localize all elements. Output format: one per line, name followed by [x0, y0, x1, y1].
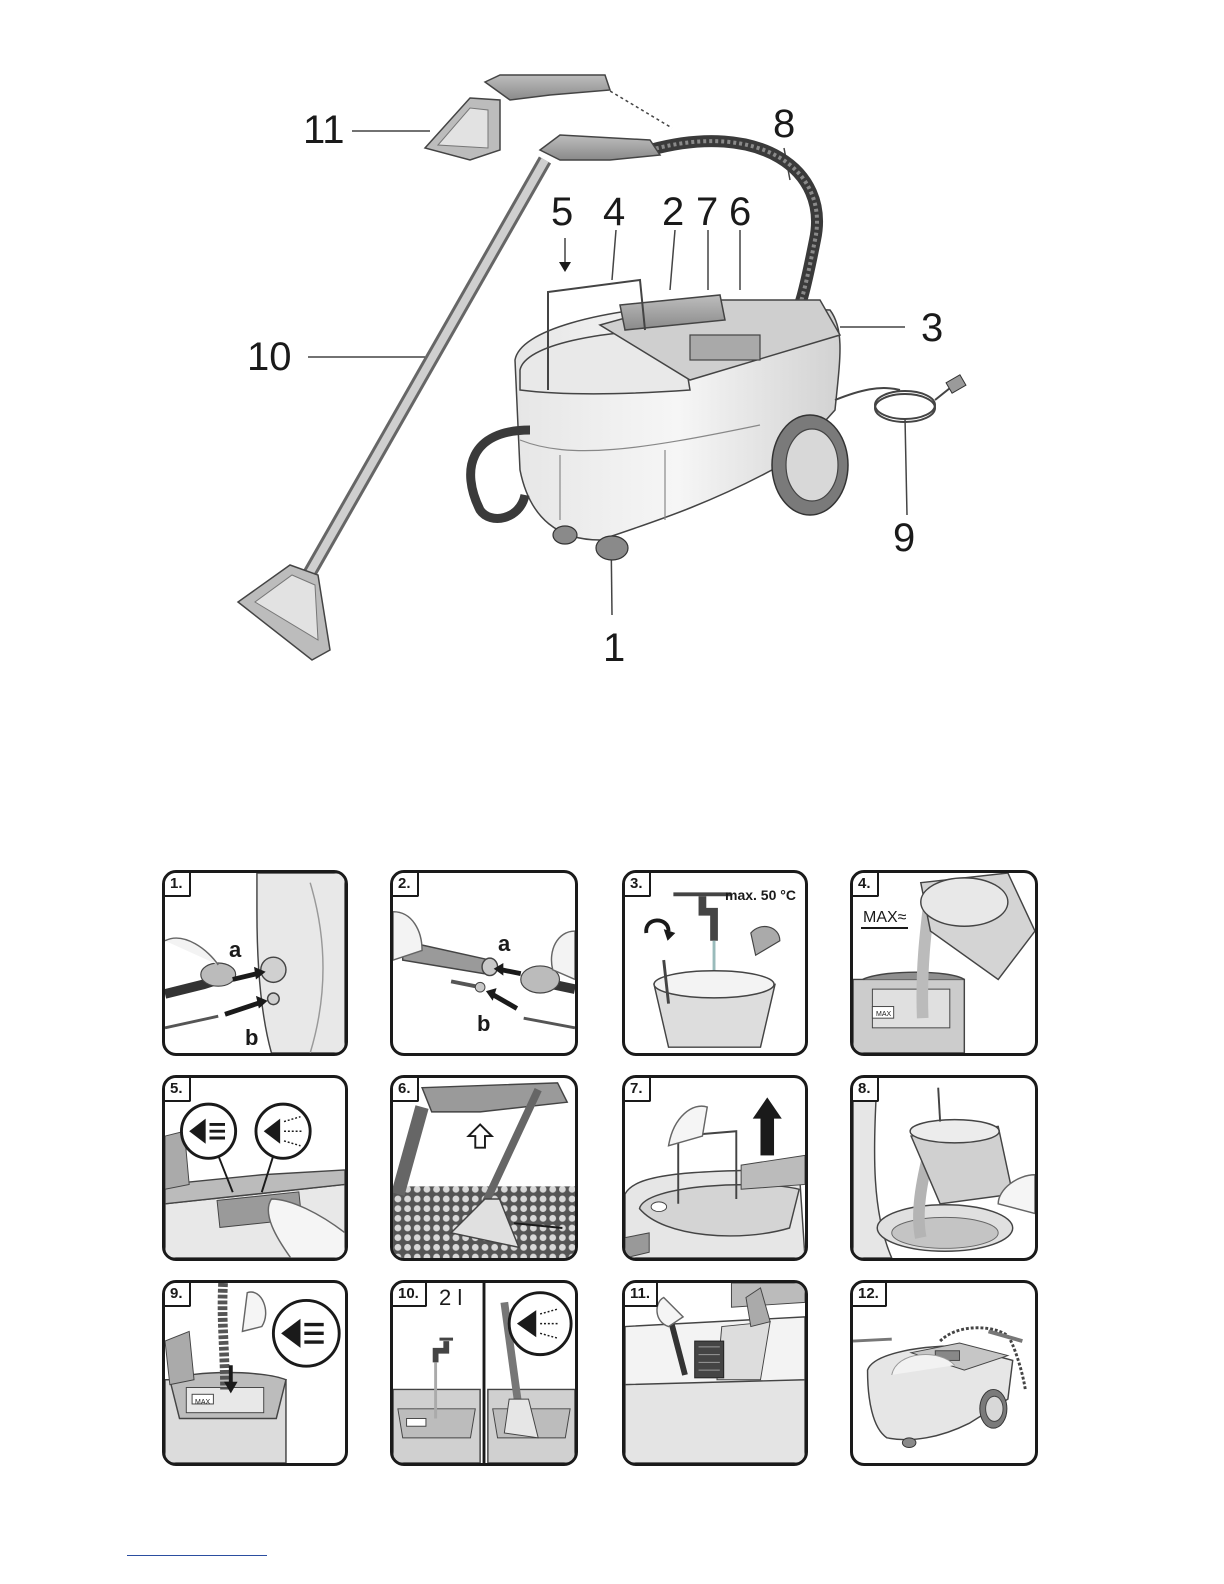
select-spray-mode-drawing	[165, 1078, 345, 1258]
part-label-4: 4	[603, 192, 625, 232]
step-number: 12.	[853, 1283, 887, 1307]
step-panel-6: 6.	[390, 1075, 578, 1261]
part-label-10: 10	[247, 337, 292, 377]
clean-filter-drawing	[625, 1283, 805, 1463]
step-number: 4.	[853, 873, 879, 897]
step-number: 5.	[165, 1078, 191, 1102]
store-appliance-drawing	[853, 1283, 1035, 1463]
step-number: 3.	[625, 873, 651, 897]
rinse-with-clean-water-drawing	[165, 1283, 345, 1463]
pour-water-into-tank-drawing	[853, 873, 1035, 1053]
footer-rule	[127, 1555, 267, 1556]
rinse-nozzle-drawing	[393, 1283, 575, 1463]
part-label-3: 3	[921, 308, 943, 348]
spray-extraction-cleaner-drawing	[0, 0, 1224, 700]
max-mark-on-tank: MAX	[195, 1399, 210, 1406]
lift-out-dirty-water-tank-drawing	[625, 1078, 805, 1258]
step-panel-9: 9. MAX	[162, 1280, 348, 1466]
step-number: 1.	[165, 873, 191, 897]
machine-overview-illustration: 11 8 5 4 2 7 6 3 10 9 1	[0, 0, 1224, 700]
connector-label-a: a	[498, 931, 510, 957]
step-panel-1: 1. a b	[162, 870, 348, 1056]
step-number: 11.	[625, 1283, 658, 1307]
connector-label-b: b	[477, 1011, 490, 1037]
step-number: 9.	[165, 1283, 191, 1307]
step-panel-8: 8.	[850, 1075, 1038, 1261]
part-label-5: 5	[551, 192, 573, 232]
step-panel-12: 12.	[850, 1280, 1038, 1466]
step-panel-2: 2. a b	[390, 870, 578, 1056]
step-number: 2.	[393, 873, 419, 897]
clean-carpet-drawing	[393, 1078, 575, 1258]
part-label-9: 9	[893, 518, 915, 558]
max-temperature-label: max. 50 °C	[725, 887, 796, 903]
part-label-2: 2	[662, 192, 684, 232]
step-number: 6.	[393, 1078, 419, 1102]
part-label-7: 7	[696, 192, 718, 232]
step-panel-11: 11.	[622, 1280, 808, 1466]
connector-label-a: a	[229, 937, 241, 963]
step-panel-4: 4. MAX≈ MAX	[850, 870, 1038, 1056]
part-label-6: 6	[729, 192, 751, 232]
empty-dirty-water-drawing	[853, 1078, 1035, 1258]
step-number: 8.	[853, 1078, 879, 1102]
part-label-1: 1	[603, 628, 625, 668]
max-mark-on-tank: MAX	[876, 1011, 891, 1018]
max-fill-mark-label: MAX≈	[861, 909, 908, 929]
part-label-8: 8	[773, 104, 795, 144]
step-panel-3: 3. max. 50 °C	[622, 870, 808, 1056]
water-quantity-label: 2 l	[439, 1285, 462, 1311]
step-panel-10: 10. 2 l	[390, 1280, 578, 1466]
step-panel-7: 7.	[622, 1075, 808, 1261]
connector-label-b: b	[245, 1025, 258, 1051]
step-number: 7.	[625, 1078, 651, 1102]
step-number: 10.	[393, 1283, 427, 1307]
step-panel-5: 5.	[162, 1075, 348, 1261]
part-label-11: 11	[303, 110, 345, 150]
